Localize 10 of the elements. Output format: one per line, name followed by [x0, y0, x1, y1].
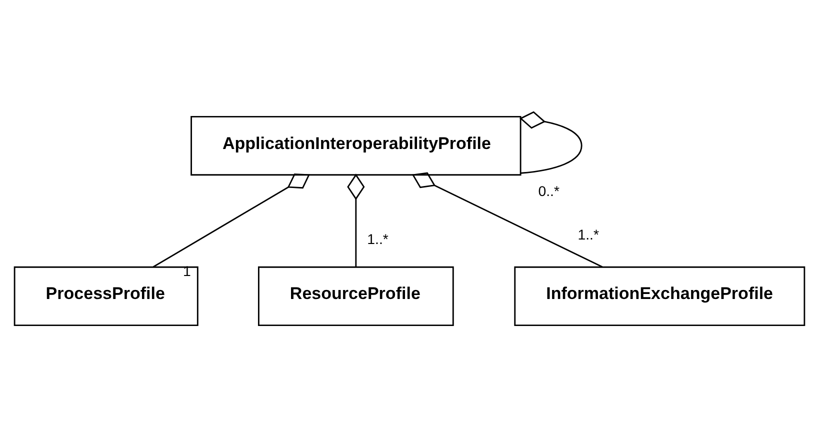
connector — [152, 173, 310, 268]
node-box: ApplicationInteroperabilityProfile — [190, 116, 522, 176]
edge-label: 1..* — [578, 227, 600, 244]
connector — [347, 174, 365, 267]
edge-label: 1..* — [367, 232, 388, 248]
node-box: ResourceProfile — [258, 266, 454, 326]
node-box: InformationExchangeProfile — [514, 266, 806, 326]
connector — [412, 172, 603, 268]
edge-label: 0..* — [538, 184, 560, 200]
connector — [519, 111, 582, 174]
